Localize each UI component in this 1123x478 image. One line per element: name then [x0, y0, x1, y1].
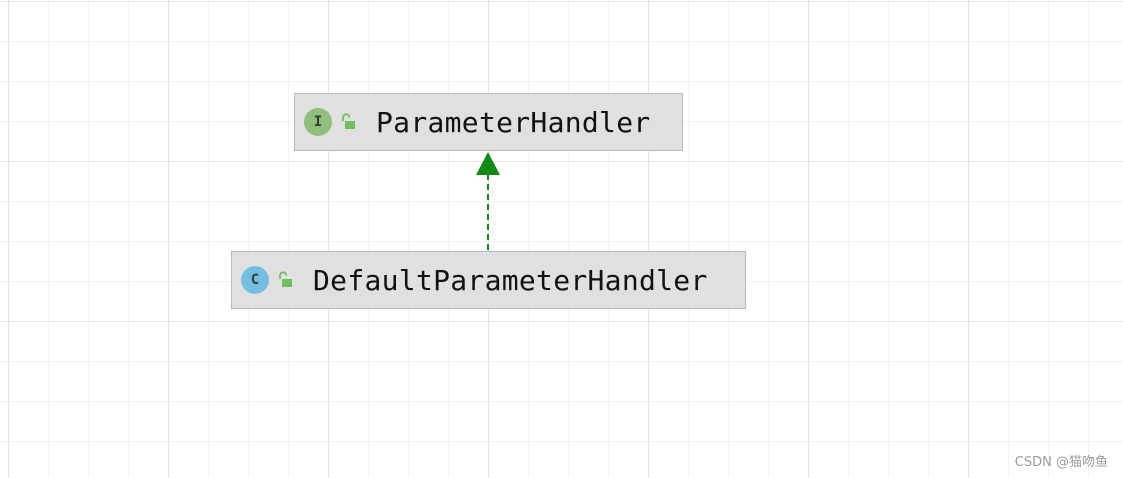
class-node-default-parameter-handler[interactable]: C DefaultParameterHandler: [231, 251, 746, 309]
node-name: ParameterHandler: [376, 105, 651, 139]
implements-arrowhead: [476, 152, 500, 175]
class-badge-icon: C: [241, 266, 269, 294]
interface-node-parameter-handler[interactable]: I ParameterHandler: [294, 93, 683, 151]
open-lock-icon: [279, 271, 292, 287]
interface-badge-icon: I: [304, 108, 332, 136]
node-name: DefaultParameterHandler: [313, 263, 708, 297]
watermark: CSDN @猫吻鱼: [1014, 455, 1108, 470]
open-lock-icon: [342, 113, 355, 129]
